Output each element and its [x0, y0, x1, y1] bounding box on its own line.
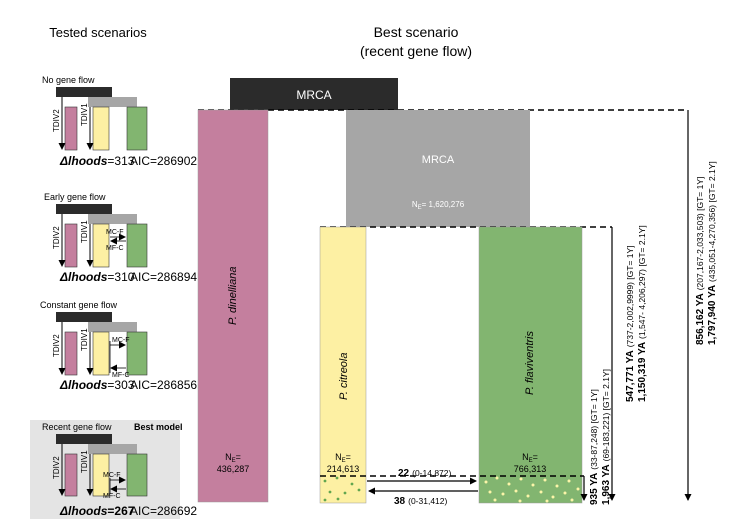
- mrca-ancestor-ne: NE= 1,620,276: [412, 200, 465, 211]
- ancestor-bar: [88, 97, 137, 107]
- lhoods-value: =310: [107, 270, 134, 284]
- green-lineage: [126, 331, 148, 376]
- time-label-tdiv2-2y: 1,797,940 YA(435,051-4,270,356) [GT= 2.1…: [707, 161, 718, 345]
- root-bar: [56, 204, 112, 214]
- time-label-tdiv1-1y: 547,771 YA(737-2,002,9999) [GT= 1Y]: [625, 245, 636, 402]
- mrca-root-label: MRCA: [296, 88, 331, 102]
- green-lineage: [126, 453, 148, 497]
- citreola-dots: [323, 476, 361, 502]
- green-lineage: [126, 223, 148, 268]
- lhoods-label: Δlhoods: [59, 504, 108, 518]
- lhoods-value: =313: [107, 154, 134, 168]
- scenario-early-gene-flow: Early gene flow TDIV2 TDIV1 MC-F MF-C Δl…: [44, 192, 197, 284]
- citreola-ne-label: NE=: [335, 452, 351, 464]
- ancestor-bar: [88, 322, 137, 332]
- lhoods-label: Δlhoods: [59, 154, 108, 168]
- dinelliana-lineage: [197, 109, 269, 503]
- yellow-lineage: [92, 453, 110, 497]
- svg-text:Δlhoods=310: Δlhoods=310: [59, 270, 135, 284]
- lhoods-value: =303: [107, 378, 134, 392]
- flaviventris-lineage: [478, 226, 583, 504]
- time-label-tdiv2-1y: 856,162 YA(207,167-2,033,503) [GT= 1Y]: [695, 177, 706, 345]
- migration-label-2: 38(0-31,412): [394, 496, 448, 507]
- svg-text:Δlhoods=267: Δlhoods=267: [59, 504, 135, 518]
- tdiv2-label: TDIV2: [52, 334, 61, 357]
- green-lineage: [126, 106, 148, 151]
- lhoods-value: =267: [107, 504, 134, 518]
- tested-scenarios-title: Tested scenarios: [49, 25, 147, 40]
- scenario-title: Early gene flow: [44, 192, 106, 202]
- time-label-tdiv1-2y: 1,150,319 YA(1,547- 4,206,297) [GT= 2.1Y…: [637, 225, 648, 402]
- root-bar: [56, 434, 112, 444]
- time-label-recent-2y: 1,963 YA(69-183,221) [GT= 2.1Y]: [601, 369, 612, 505]
- root-bar: [56, 87, 112, 97]
- main-title-line2: (recent gene flow): [360, 43, 472, 59]
- migration-label-1: 22(0-14,872): [398, 468, 452, 479]
- yellow-lineage: [92, 223, 110, 268]
- ancestor-bar: [88, 214, 137, 224]
- scenario-title: Recent gene flow: [42, 422, 112, 432]
- mf-c-label: MF-C: [112, 372, 130, 379]
- pink-lineage: [64, 331, 78, 376]
- mf-c-label: MF-C: [106, 245, 124, 252]
- mrca-ancestor-label: MRCA: [422, 154, 455, 166]
- main-title-line1: Best scenario: [374, 24, 459, 40]
- tdiv1-label: TDIV1: [80, 103, 89, 126]
- time-label-recent-1y: 935 YA(33-87,248) [GT= 1Y]: [589, 389, 600, 505]
- aic-value: AIC=286894: [130, 270, 197, 284]
- scenario-title: No gene flow: [42, 75, 95, 85]
- pink-lineage: [64, 453, 78, 497]
- dinelliana-ne-value: 436,287: [217, 464, 250, 474]
- svg-text:Δlhoods=313: Δlhoods=313: [59, 154, 135, 168]
- ancestor-bar: [88, 444, 137, 454]
- best-model-label: Best model: [134, 422, 183, 432]
- flaviventris-ne-value: 766,313: [514, 464, 547, 474]
- aic-value: AIC=286856: [130, 378, 197, 392]
- mc-f-label: MC-F: [106, 229, 124, 236]
- mc-f-label: MC-F: [103, 472, 121, 479]
- mc-f-label: MC-F: [112, 337, 130, 344]
- tdiv1-label: TDIV1: [80, 220, 89, 243]
- mf-c-label: MF-C: [103, 493, 121, 500]
- aic-value: AIC=286902: [130, 154, 197, 168]
- scenario-no-gene-flow: No gene flow TDIV2 TDIV1 Δlhoods=313 AIC…: [42, 75, 197, 168]
- citreola-name: P. citreola: [338, 353, 350, 401]
- dinelliana-name: P. dinelliana: [227, 266, 239, 325]
- mrca-root-box: [230, 78, 398, 110]
- tdiv2-label: TDIV2: [52, 109, 61, 132]
- tdiv2-label: TDIV2: [52, 226, 61, 249]
- tdiv1-label: TDIV1: [80, 328, 89, 351]
- scenario-title: Constant gene flow: [40, 300, 118, 310]
- scenario-recent-gene-flow: Recent gene flow Best model TDIV2 TDIV1 …: [42, 422, 197, 518]
- yellow-lineage: [92, 106, 110, 151]
- lhoods-label: Δlhoods: [59, 270, 108, 284]
- scenario-constant-gene-flow: Constant gene flow TDIV2 TDIV1 MC-F MF-C…: [40, 300, 197, 392]
- pink-lineage: [64, 106, 78, 151]
- flaviventris-dots: [484, 476, 580, 503]
- tdiv1-label: TDIV1: [80, 450, 89, 473]
- svg-text:Δlhoods=303: Δlhoods=303: [59, 378, 135, 392]
- yellow-lineage: [92, 331, 110, 376]
- root-bar: [56, 312, 112, 322]
- lhoods-label: Δlhoods: [59, 378, 108, 392]
- pink-lineage: [64, 223, 78, 268]
- tdiv2-label: TDIV2: [52, 456, 61, 479]
- citreola-ne-value: 214,613: [327, 464, 360, 474]
- citreola-lineage: [319, 226, 367, 504]
- dinelliana-ne-label: NE=: [225, 452, 241, 464]
- mrca-ancestor-box: [346, 110, 530, 227]
- flaviventris-ne-label: NE=: [522, 452, 538, 464]
- flaviventris-name: P. flaviventris: [524, 331, 536, 395]
- aic-value: AIC=286692: [130, 504, 197, 518]
